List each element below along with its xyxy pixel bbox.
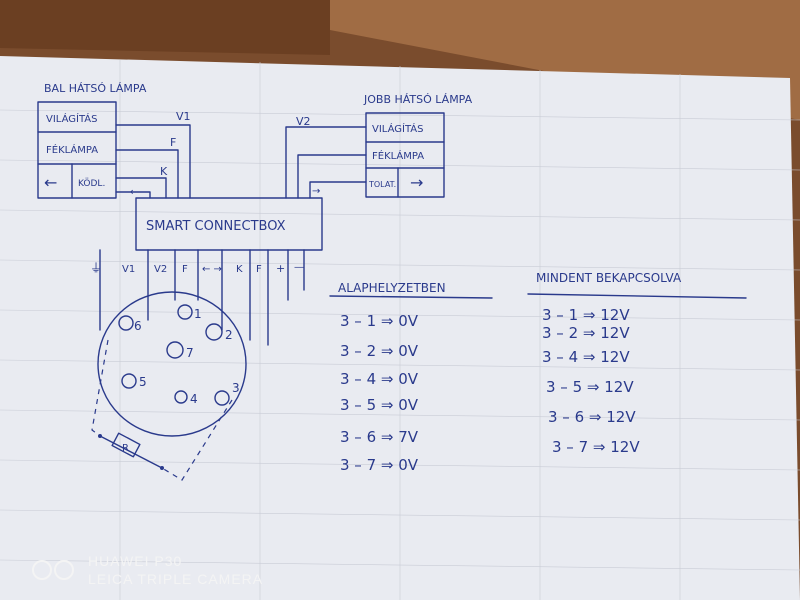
- box-pin-v2: V2: [154, 264, 167, 275]
- socket-pin-5-label: 5: [139, 375, 147, 389]
- wire-f: [115, 149, 179, 199]
- right-lamp-title: JOBB HÁTSÓ LÁMPA: [363, 93, 473, 106]
- wire-v1: [115, 124, 191, 199]
- box-pin-f: F: [182, 264, 188, 275]
- idle-row-2: 3 – 2 ⇒ 0V: [340, 342, 419, 360]
- wire-arrow-right: [309, 181, 367, 199]
- box-pin-arrows: ← →: [202, 264, 222, 275]
- measurements-all-on: MINDENT BEKAPCSOLVA 3 – 1 ⇒ 12V 3 – 2 ⇒ …: [527, 271, 747, 456]
- box-pin-v1: V1: [122, 264, 135, 275]
- right-lamp-cell-lights: VILÁGÍTÁS: [372, 122, 423, 135]
- wire-f-right: [297, 154, 367, 199]
- smart-connectbox-body: [135, 197, 323, 251]
- wire-arrow-right-label: →: [312, 186, 320, 197]
- socket-pin-4: [174, 390, 188, 404]
- idle-row-6: 3 – 7 ⇒ 0V: [340, 456, 419, 474]
- all-on-row-6: 3 – 7 ⇒ 12V: [552, 438, 640, 456]
- socket-pin-6-label: 6: [134, 319, 142, 333]
- right-lamp: JOBB HÁTSÓ LÁMPA VILÁGÍTÁS FÉKLÁMPA TOLA…: [363, 93, 473, 198]
- socket-pin-5: [121, 373, 137, 389]
- left-lamp: BAL HÁTSÓ LÁMPA VILÁGÍTÁS FÉKLÁMPA ← KÖD…: [37, 82, 147, 199]
- socket-pin-7-label: 7: [186, 346, 194, 360]
- smart-connectbox-label: SMART CONNECTBOX: [146, 219, 286, 234]
- resistor-label: R: [122, 443, 129, 454]
- idle-row-5: 3 – 6 ⇒ 7V: [340, 428, 419, 446]
- resistor-wire: [99, 435, 163, 469]
- socket-pin-3-label: 3: [232, 381, 240, 395]
- socket-pin-6: [118, 315, 134, 331]
- socket-pin-1: [177, 304, 193, 320]
- watermark-device: HUAWEI P30: [88, 553, 183, 569]
- idle-row-4: 3 – 5 ⇒ 0V: [340, 396, 419, 414]
- socket-pin-4-label: 4: [190, 392, 198, 406]
- camera-logo-circle-right: [54, 560, 74, 580]
- socket-pin-2-label: 2: [225, 328, 233, 342]
- measurements-idle: ALAPHELYZETBEN 3 – 1 ⇒ 0V 3 – 2 ⇒ 0V 3 –…: [329, 281, 493, 474]
- socket-pin-2: [205, 323, 223, 341]
- all-on-row-4: 3 – 5 ⇒ 12V: [546, 378, 634, 396]
- wire-v2: [285, 126, 367, 199]
- left-lamp-cell-fog: KÖDL.: [78, 178, 105, 189]
- socket-pin-1-label: 1: [194, 307, 202, 321]
- all-on-title: MINDENT BEKAPCSOLVA: [536, 271, 682, 285]
- box-pin-ground: ⏚: [90, 261, 102, 275]
- resistor-loop-right: [161, 399, 233, 481]
- left-lamp-cell-lights: VILÁGÍTÁS: [46, 112, 97, 125]
- all-on-row-5: 3 – 6 ⇒ 12V: [548, 408, 636, 426]
- wiring: V1 F K ← V2 →: [115, 110, 367, 199]
- wire-v1-label: V1: [176, 110, 191, 123]
- idle-row-3: 3 – 4 ⇒ 0V: [340, 370, 419, 388]
- socket-pin-3: [214, 390, 230, 406]
- box-pin-plus: +: [276, 262, 285, 275]
- left-lamp-arrow: ←: [44, 173, 57, 192]
- wire-arrow-left-label: ←: [130, 187, 138, 198]
- resistor-loop-left: [91, 339, 109, 437]
- paper-grid: [0, 60, 800, 600]
- all-on-row-1: 3 – 1 ⇒ 12V: [542, 306, 630, 324]
- desk-shadow: [0, 0, 330, 55]
- all-on-row-2: 3 – 2 ⇒ 12V: [542, 324, 630, 342]
- left-lamp-cell-brake: FÉKLÁMPA: [46, 143, 98, 156]
- all-on-row-3: 3 – 4 ⇒ 12V: [542, 348, 630, 366]
- wire-k-label: K: [160, 165, 168, 178]
- smart-connectbox: SMART CONNECTBOX ⏚ V1 V2 F ← → K F + —: [90, 197, 323, 346]
- socket-pin-7: [166, 341, 184, 359]
- camera-logo-circle-left: [32, 560, 52, 580]
- idle-title-underline: [329, 295, 493, 299]
- camera-logo: [32, 560, 74, 580]
- all-on-title-underline: [527, 293, 747, 299]
- box-pin-minus: —: [294, 262, 304, 273]
- right-lamp-cell-brake: FÉKLÁMPA: [372, 149, 424, 162]
- box-pin-k: K: [236, 264, 243, 275]
- idle-title: ALAPHELYZETBEN: [338, 281, 446, 295]
- seven-pin-socket: 1 2 3 4 5 6 7 R: [91, 291, 247, 481]
- right-lamp-cell-reverse: TOLAT.: [368, 180, 396, 189]
- wire-v2-label: V2: [296, 115, 311, 128]
- wire-f-label: F: [170, 136, 176, 149]
- wire-arrow-left: [115, 191, 151, 199]
- wire-k: [115, 177, 167, 199]
- resistor-node-left: [98, 434, 102, 438]
- watermark-camera: LEICA TRIPLE CAMERA: [88, 571, 264, 587]
- box-pin-f2: F: [256, 264, 262, 275]
- left-lamp-title: BAL HÁTSÓ LÁMPA: [44, 82, 147, 95]
- right-lamp-arrow: →: [410, 173, 423, 192]
- resistor-body: [111, 432, 141, 458]
- idle-row-1: 3 – 1 ⇒ 0V: [340, 312, 419, 330]
- resistor-node-right: [160, 466, 164, 470]
- socket-outline: [97, 291, 247, 437]
